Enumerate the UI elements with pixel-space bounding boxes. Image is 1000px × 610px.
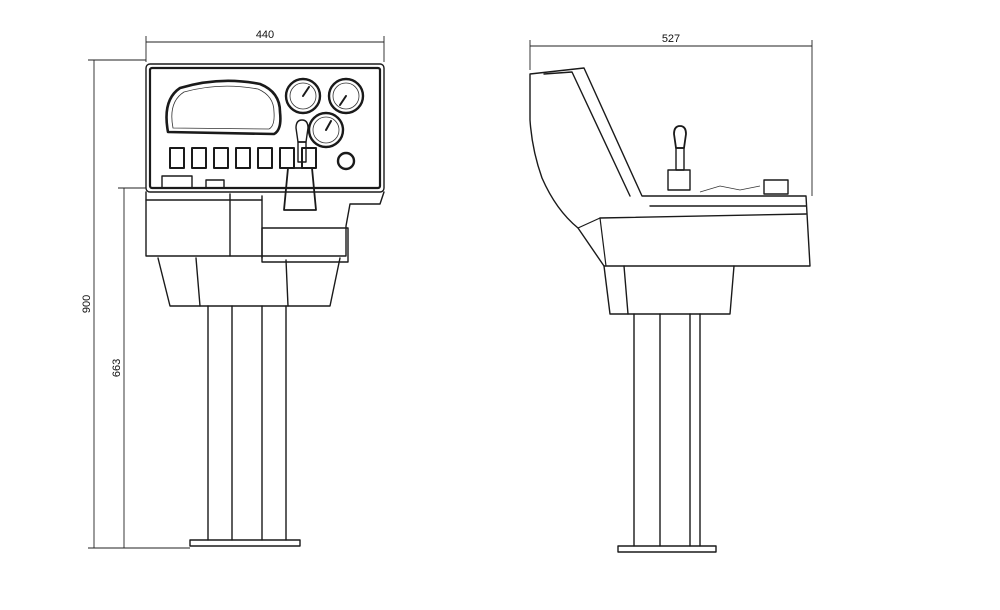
front-panel-inner	[148, 66, 382, 190]
front-width-label: 440	[256, 29, 274, 41]
dimension-total-height: 900	[81, 59, 190, 549]
side-pedestal	[617, 313, 717, 553]
console-height-label: 663	[111, 359, 123, 377]
side-joystick	[667, 125, 691, 191]
front-base-cup	[157, 257, 341, 307]
gauge-right	[327, 77, 365, 115]
dimension-front-width: 440	[145, 29, 385, 62]
side-console	[529, 67, 811, 267]
side-width-label: 527	[662, 33, 680, 45]
front-pedestal	[189, 305, 301, 547]
front-view	[145, 63, 385, 547]
key-switch	[336, 151, 356, 171]
total-height-label: 900	[81, 295, 93, 313]
side-view	[529, 67, 811, 553]
gauge-center	[307, 111, 345, 149]
display-window	[165, 79, 282, 136]
joystick	[283, 119, 317, 211]
side-knob	[763, 179, 789, 195]
front-panel	[145, 63, 385, 193]
gauge-left	[284, 77, 322, 115]
dimension-console-height: 663	[111, 187, 146, 548]
dimension-side-width: 527	[529, 33, 813, 196]
side-base-cup	[603, 265, 735, 315]
rocker-switches	[169, 147, 317, 169]
front-console	[145, 191, 385, 257]
